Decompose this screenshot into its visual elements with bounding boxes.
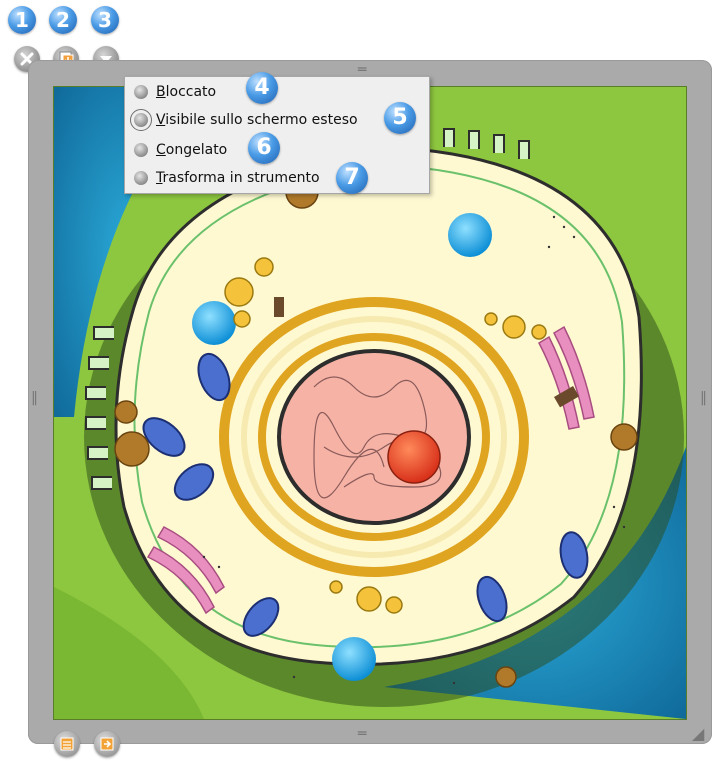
menu-item-tool[interactable]: Trasforma in strumento — [131, 165, 320, 191]
badge-1: 1 — [8, 6, 36, 34]
menu-item-frozen-label: Congelato — [156, 142, 227, 158]
menu-item-locked[interactable]: Bloccato — [131, 79, 216, 105]
widget-context-menu: Bloccato Visibile sullo schermo esteso C… — [124, 76, 430, 194]
right-resize-handle[interactable]: ‖ — [700, 390, 707, 406]
send-backward-icon — [94, 731, 120, 757]
menu-item-locked-label: Bloccato — [156, 84, 216, 100]
menu-item-frozen[interactable]: Congelato — [131, 137, 227, 163]
bring-forward-icon — [54, 731, 80, 757]
menu-item-tool-label: Trasforma in strumento — [156, 170, 320, 186]
lock-icon — [134, 85, 148, 99]
badge-6: 6 — [248, 132, 280, 164]
send-backward-button[interactable] — [94, 731, 120, 757]
corner-resize-handle[interactable]: ◢ — [692, 724, 704, 743]
eye-icon — [134, 113, 148, 127]
bottom-resize-handle[interactable]: ═ — [358, 726, 366, 742]
menu-item-visible-extended[interactable]: Visibile sullo schermo esteso — [131, 107, 358, 133]
badge-7: 7 — [336, 162, 368, 194]
badge-5: 5 — [384, 102, 416, 134]
snowflake-icon — [134, 143, 148, 157]
badge-2: 2 — [49, 6, 77, 34]
badge-3: 3 — [91, 6, 119, 34]
menu-item-visible-extended-label: Visibile sullo schermo esteso — [156, 112, 358, 128]
badge-4: 4 — [246, 72, 278, 104]
tool-icon — [134, 171, 148, 185]
bring-forward-button[interactable] — [54, 731, 80, 757]
left-resize-handle[interactable]: ‖ — [31, 390, 38, 406]
